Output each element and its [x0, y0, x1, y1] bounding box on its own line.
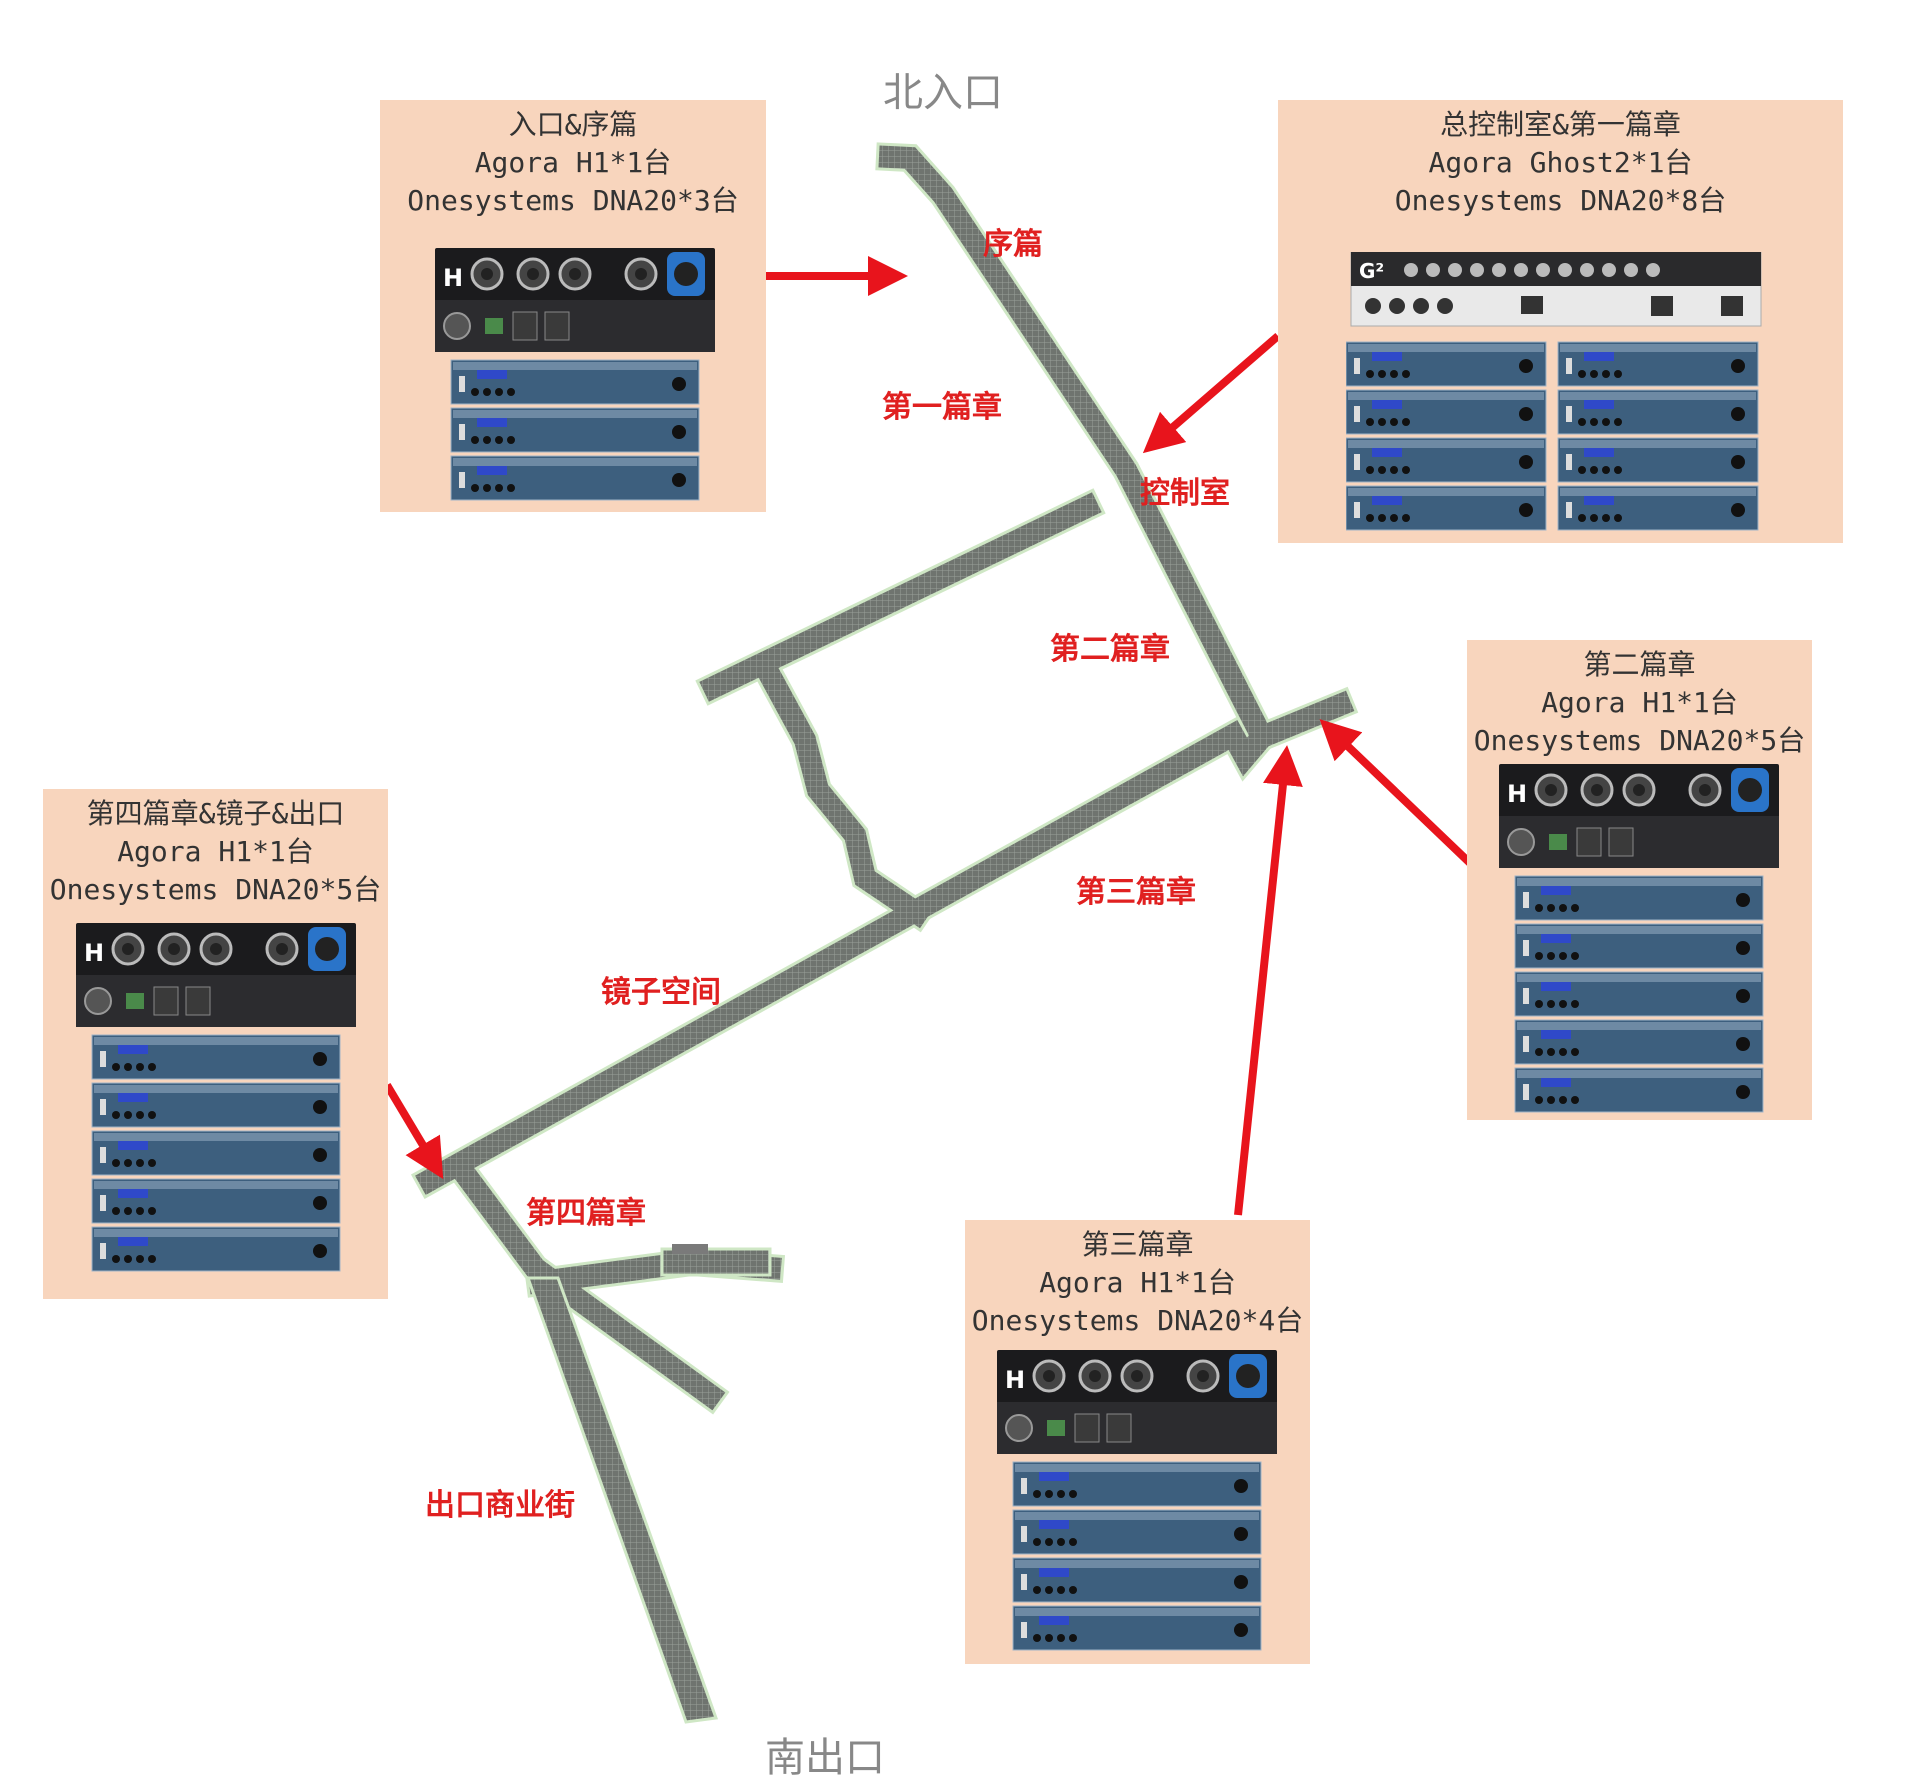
- svg-text:H: H: [84, 939, 104, 967]
- box-control-line2: Onesystems DNA20*8台: [1394, 184, 1727, 217]
- dna20-amplifier: [1557, 389, 1759, 435]
- svg-text:H: H: [1507, 780, 1527, 808]
- arrow-chapter3: [1234, 745, 1303, 1216]
- branch-block-top: [672, 1244, 708, 1254]
- dna20-amplifier: [91, 1226, 341, 1272]
- label-prelude: 序篇: [983, 227, 1043, 262]
- svg-text:H: H: [1005, 1366, 1025, 1394]
- arrows: [383, 256, 1475, 1216]
- label-control-room: 控制室: [1140, 476, 1230, 511]
- dna20-amplifier: [1012, 1461, 1262, 1507]
- box-chapter4: 第四篇章&镜子&出口 Agora H1*1台 Onesystems DNA20*…: [43, 789, 388, 1299]
- box-chapter3: 第三篇章 Agora H1*1台 Onesystems DNA20*4台 H: [965, 1220, 1310, 1664]
- box-control-title: 总控制室&第一篇章: [1440, 108, 1681, 141]
- arrow-chapter4: [383, 1082, 444, 1180]
- box-chapter3-line1: Agora H1*1台: [1039, 1266, 1236, 1299]
- label-chapter1: 第一篇章: [882, 390, 1002, 425]
- dna20-amplifier: [91, 1034, 341, 1080]
- arrow-control: [1142, 332, 1281, 454]
- agora-h1-processor: H: [997, 1350, 1277, 1454]
- corridor-south: [525, 1276, 719, 1724]
- agora-h1-processor: H: [1499, 764, 1779, 868]
- svg-text:G²: G²: [1359, 259, 1384, 283]
- dna20-amplifier: [91, 1178, 341, 1224]
- svg-text:H: H: [443, 264, 463, 292]
- agora-h1-processor: H: [76, 923, 356, 1027]
- dna20-amplifier: [450, 407, 700, 453]
- dna20-amplifier: [1557, 437, 1759, 483]
- dna20-amplifier: [1514, 1067, 1764, 1113]
- box-chapter2: 第二篇章 Agora H1*1台 Onesystems DNA20*5台 H: [1467, 640, 1812, 1120]
- corridor-main: [415, 145, 1355, 1411]
- arrow-chapter2: [1319, 719, 1475, 868]
- box-chapter4-title: 第四篇章&镜子&出口: [86, 797, 345, 830]
- box-entrance-line1: Agora H1*1台: [474, 146, 672, 179]
- dna20-amplifier: [450, 455, 700, 501]
- label-chapter3: 第三篇章: [1076, 875, 1196, 910]
- dna20-amplifier: [1346, 389, 1547, 435]
- equipment: G²: [1346, 252, 1762, 531]
- dna20-amplifier: [1514, 923, 1764, 969]
- dna20-amplifier: [1012, 1557, 1262, 1603]
- equipment: H: [76, 923, 356, 1272]
- dna20-amplifier: [91, 1130, 341, 1176]
- equipment: H: [435, 248, 715, 501]
- dna20-amplifier: [1557, 485, 1759, 531]
- dna20-amplifier: [450, 359, 700, 405]
- box-chapter2-line1: Agora H1*1台: [1541, 686, 1738, 719]
- box-entrance-title: 入口&序篇: [508, 108, 638, 141]
- box-chapter3-line2: Onesystems DNA20*4台: [971, 1304, 1304, 1337]
- label-mirror-space: 镜子空间: [601, 975, 721, 1010]
- box-entrance-line2: Onesystems DNA20*3台: [407, 184, 739, 217]
- box-entrance: 入口&序篇 Agora H1*1台 Onesystems DNA20*3台 H: [380, 100, 766, 512]
- corridor-map: [410, 142, 1359, 1724]
- label-chapter4: 第四篇章: [526, 1196, 646, 1231]
- equipment: H: [1499, 764, 1779, 1113]
- dna20-amplifier: [1012, 1509, 1262, 1555]
- dna20-amplifier: [1514, 1019, 1764, 1065]
- dna20-amplifier: [1557, 341, 1759, 387]
- box-chapter4-line2: Onesystems DNA20*5台: [49, 873, 382, 906]
- box-chapter2-title: 第二篇章: [1583, 648, 1696, 681]
- dna20-amplifier: [1514, 971, 1764, 1017]
- dna20-amplifier: [1346, 485, 1547, 531]
- dna20-amplifier: [1012, 1605, 1262, 1651]
- label-exit-street: 出口商业街: [425, 1488, 575, 1523]
- dna20-amplifier: [1514, 875, 1764, 921]
- box-chapter3-title: 第三篇章: [1081, 1228, 1194, 1261]
- dna20-amplifier: [91, 1082, 341, 1128]
- south-exit-label: 南出口: [765, 1735, 885, 1781]
- box-chapter4-line1: Agora H1*1台: [117, 835, 314, 868]
- label-chapter2: 第二篇章: [1050, 632, 1170, 667]
- agora-ghost2-processor: G²: [1350, 252, 1762, 327]
- dna20-amplifier: [1346, 437, 1547, 483]
- agora-h1-processor: H: [435, 248, 715, 352]
- dna20-amplifier: [1346, 341, 1547, 387]
- box-control-line1: Agora Ghost2*1台: [1428, 146, 1693, 179]
- box-control: 总控制室&第一篇章 Agora Ghost2*1台 Onesystems DNA…: [1278, 100, 1843, 543]
- box-chapter2-line2: Onesystems DNA20*5台: [1473, 724, 1806, 757]
- north-entrance-label: 北入口: [883, 70, 1003, 116]
- equipment: H: [997, 1350, 1277, 1651]
